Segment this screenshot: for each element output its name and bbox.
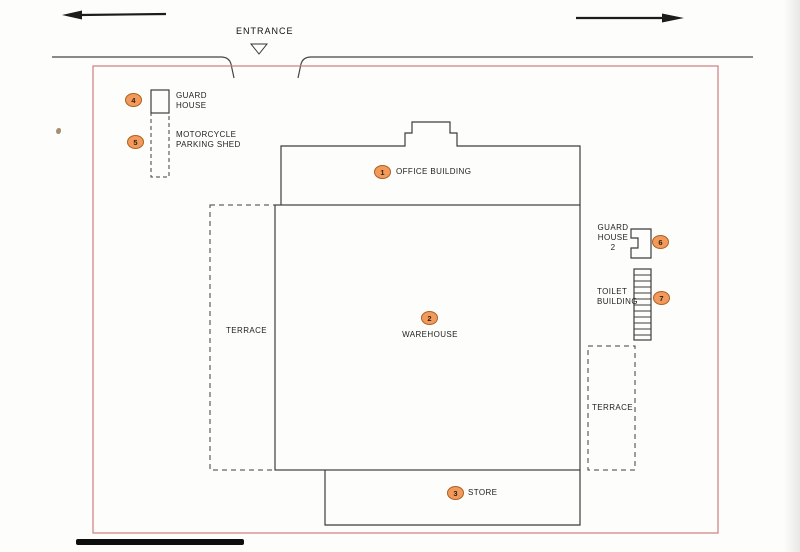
warehouse-label: WAREHOUSE bbox=[402, 330, 458, 339]
marker-store-number: 3 bbox=[453, 488, 458, 498]
office-building-label: OFFICE BUILDING bbox=[396, 167, 472, 176]
scan-edge-shadow bbox=[784, 0, 800, 552]
entrance-label: ENTRANCE bbox=[236, 26, 294, 36]
marker-warehouse-number: 2 bbox=[427, 313, 432, 323]
road-edge-right bbox=[297, 56, 753, 79]
toilet-building-outline bbox=[633, 268, 652, 341]
site-boundary bbox=[92, 65, 719, 534]
marker-guard-house-number: 4 bbox=[131, 95, 136, 105]
entrance-triangle-icon bbox=[249, 43, 269, 55]
guard-house-label: GUARD HOUSE bbox=[176, 91, 207, 110]
store-label: STORE bbox=[468, 488, 498, 497]
scan-speck bbox=[56, 128, 61, 134]
motorcycle-shed-label: MOTORCYCLE PARKING SHED bbox=[176, 130, 241, 149]
marker-toilet: 7 bbox=[653, 291, 670, 305]
road-arrow-right bbox=[576, 13, 684, 23]
guard-house-outline bbox=[150, 89, 170, 114]
marker-guard-house-2-number: 6 bbox=[658, 237, 663, 247]
guard-house-2-label: GUARD HOUSE 2 bbox=[597, 223, 629, 252]
toilet-building-label: TOILET BUILDING bbox=[597, 287, 638, 306]
scan-artifact-bar bbox=[76, 539, 244, 545]
marker-office: 1 bbox=[374, 165, 391, 179]
warehouse-outline bbox=[274, 204, 581, 471]
store-outline bbox=[324, 470, 581, 526]
marker-toilet-number: 7 bbox=[659, 293, 664, 303]
marker-motorcycle-shed: 5 bbox=[127, 135, 144, 149]
terrace-left-label: TERRACE bbox=[226, 326, 268, 335]
road-arrow-left bbox=[62, 10, 167, 20]
marker-warehouse: 2 bbox=[421, 311, 438, 325]
marker-office-number: 1 bbox=[380, 167, 385, 177]
marker-guard-house: 4 bbox=[125, 93, 142, 107]
road-edge-left bbox=[52, 56, 235, 79]
guard-house-2-outline bbox=[630, 228, 652, 259]
terrace-right-label: TERRACE bbox=[592, 403, 634, 412]
terrace-left-outline bbox=[209, 204, 276, 471]
motorcycle-shed-outline bbox=[150, 112, 170, 178]
terrace-right-outline bbox=[587, 345, 636, 471]
marker-guard-house-2: 6 bbox=[652, 235, 669, 249]
marker-store: 3 bbox=[447, 486, 464, 500]
marker-motorcycle-shed-number: 5 bbox=[133, 137, 138, 147]
office-building-outline bbox=[280, 121, 581, 205]
